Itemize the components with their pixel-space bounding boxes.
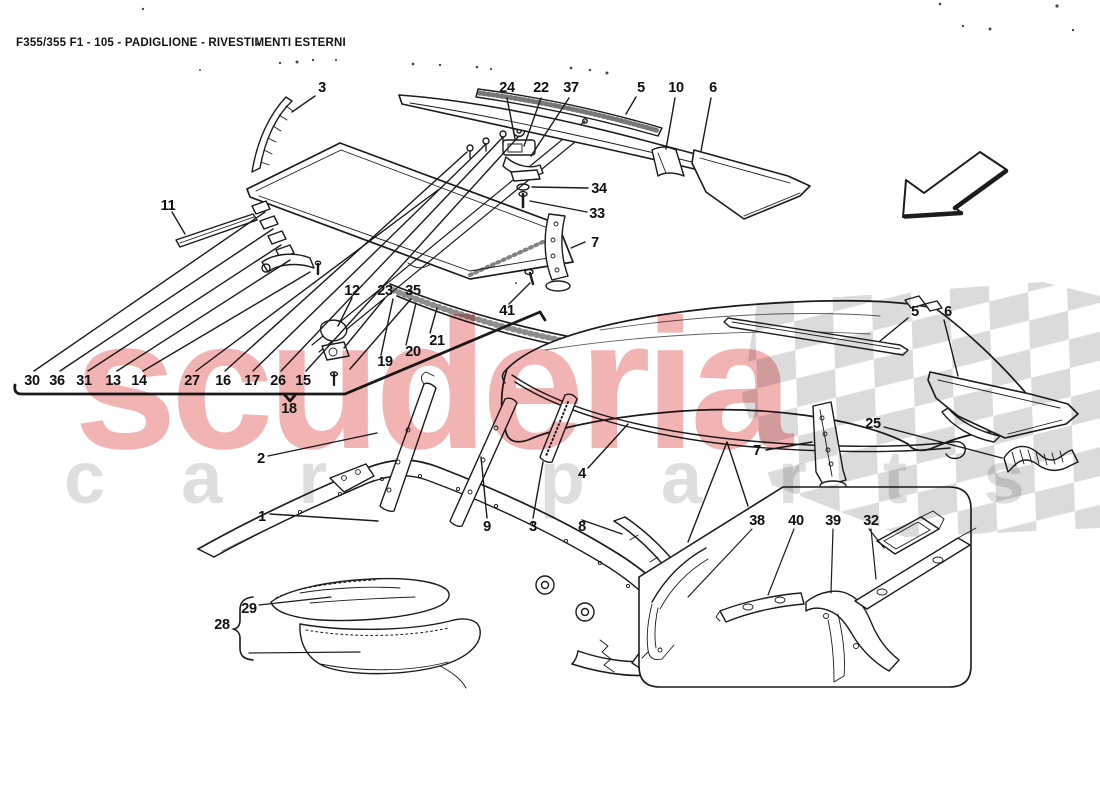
callout-3-strip: 3 xyxy=(529,519,537,535)
callout-30: 30 xyxy=(24,373,40,389)
callout-4-roof: 4 xyxy=(578,466,586,482)
callout-13: 13 xyxy=(105,373,121,389)
callout-38: 38 xyxy=(749,513,765,529)
callout-5-spoiler: 5 xyxy=(637,80,645,96)
callout-1-frame: 1 xyxy=(258,509,266,525)
callout-32: 32 xyxy=(863,513,879,529)
callout-6-sail-panel-b: 6 xyxy=(944,304,952,320)
callout-9: 9 xyxy=(483,519,491,535)
callout-22: 22 xyxy=(533,80,549,96)
callout-25: 25 xyxy=(865,416,881,432)
callout-31: 31 xyxy=(76,373,92,389)
callout-23: 23 xyxy=(377,283,393,299)
callout-33: 33 xyxy=(589,206,605,222)
callout-6-sail-panel: 6 xyxy=(709,80,717,96)
callout-39: 39 xyxy=(825,513,841,529)
callout-19: 19 xyxy=(377,354,393,370)
callout-24: 24 xyxy=(499,80,515,96)
leader-lines-group1 xyxy=(33,95,712,372)
callout-41: 41 xyxy=(499,303,515,319)
callout-36: 36 xyxy=(49,373,65,389)
callout-29-cloth: 29 xyxy=(241,601,257,617)
callout-7-bpillar-trim-b: 7 xyxy=(753,443,761,459)
callout-40: 40 xyxy=(788,513,804,529)
windshield-frame-drawing xyxy=(197,371,708,677)
callout-3-apillar-trim: 3 xyxy=(318,80,326,96)
callout-15: 15 xyxy=(295,373,311,389)
callout-21: 21 xyxy=(429,333,445,349)
callout-16: 16 xyxy=(215,373,231,389)
callout-7-bpillar-trim: 7 xyxy=(591,235,599,251)
group-bracket-18 xyxy=(13,310,547,403)
callout-14: 14 xyxy=(131,373,147,389)
scan-noise-dots xyxy=(141,2,1075,284)
callout-34: 34 xyxy=(591,181,607,197)
callout-28-cloth-set: 28 xyxy=(214,617,230,633)
watermark-scuderia: scuderia xyxy=(74,282,793,488)
callout-17: 17 xyxy=(244,373,260,389)
callout-27: 27 xyxy=(184,373,200,389)
callout-18-group: 18 xyxy=(281,401,297,417)
leader-lines-group3 xyxy=(267,432,623,535)
callout-12: 12 xyxy=(344,283,360,299)
callout-10: 10 xyxy=(668,80,684,96)
callout-20: 20 xyxy=(405,344,421,360)
roof-cover-cloth-drawing xyxy=(232,577,481,689)
callout-35: 35 xyxy=(405,283,421,299)
callout-2: 2 xyxy=(257,451,265,467)
page-title: F355/355 F1 - 105 - PADIGLIONE - RIVESTI… xyxy=(16,37,346,49)
callout-8: 8 xyxy=(578,519,586,535)
callout-37: 37 xyxy=(563,80,579,96)
callout-11: 11 xyxy=(160,198,176,214)
direction-arrow-icon xyxy=(902,151,1009,219)
callout-5-rail: 5 xyxy=(911,304,919,320)
callout-26: 26 xyxy=(270,373,286,389)
